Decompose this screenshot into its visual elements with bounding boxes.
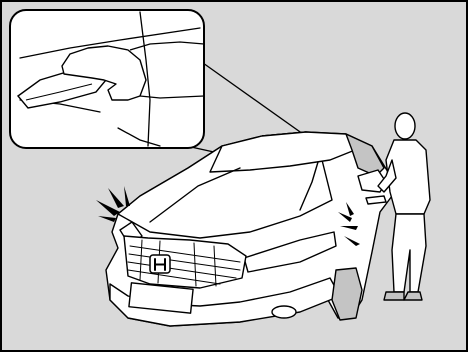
front-tire (332, 268, 362, 320)
fog-light (272, 306, 296, 318)
person-head (395, 113, 415, 139)
door-handle-icon (366, 196, 386, 204)
inset-detail-panel (10, 10, 204, 148)
honda-logo-icon (150, 255, 170, 273)
